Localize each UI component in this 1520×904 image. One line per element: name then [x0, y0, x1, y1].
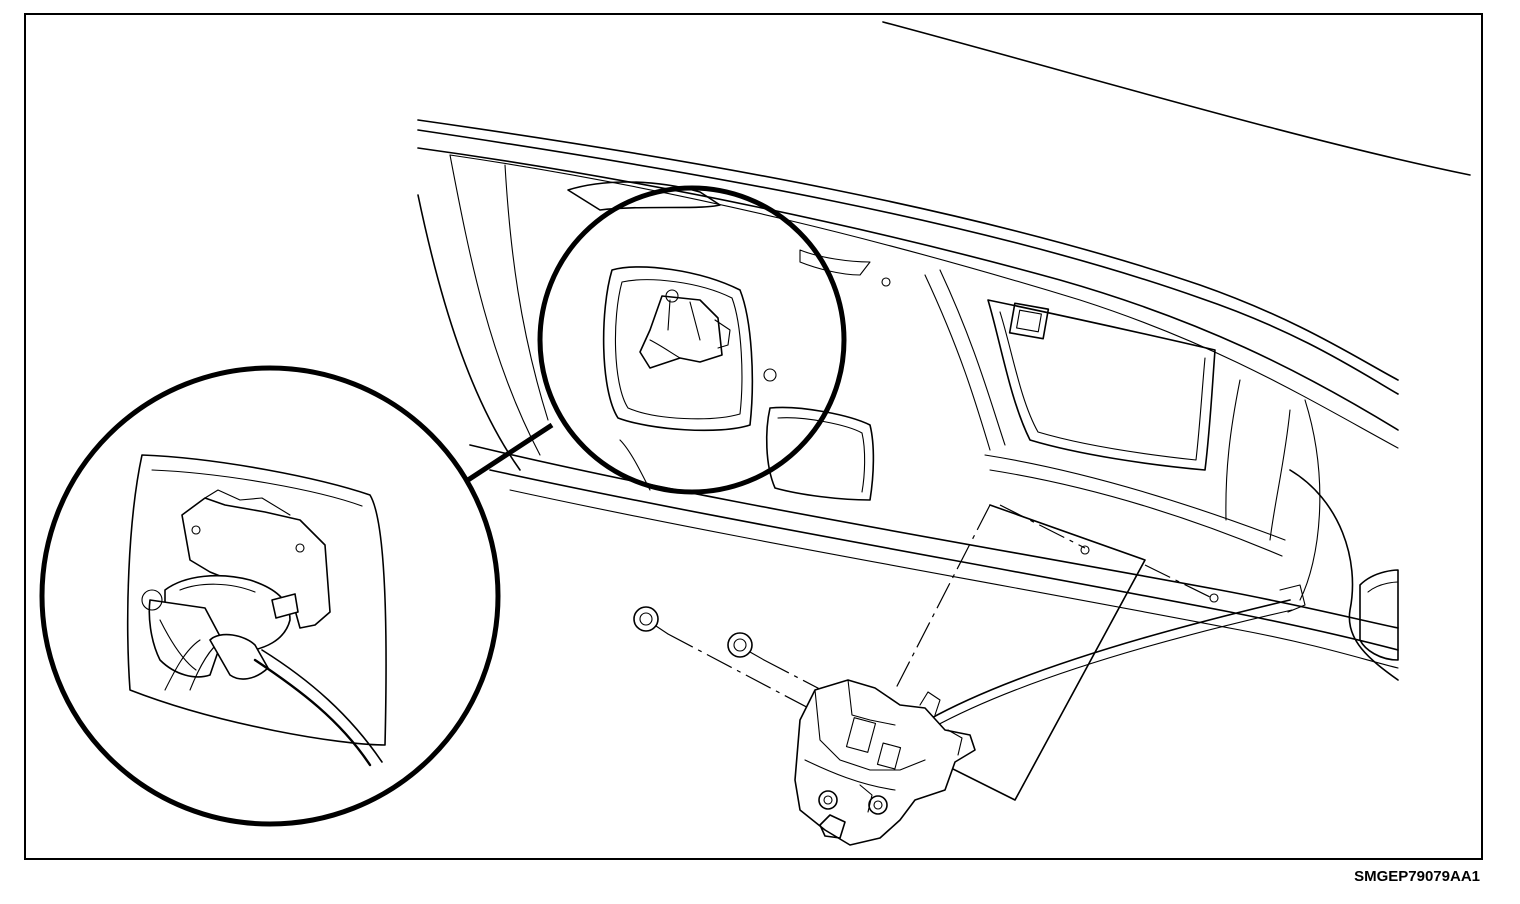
trunk-lid-latch-assembly: [794, 679, 976, 846]
diagram-frame: [24, 13, 1483, 860]
magnify-leader-line: [466, 422, 554, 483]
connector-detail-circle: [39, 365, 501, 827]
figure-id-label: SMGEP79079AA1: [1354, 868, 1480, 885]
mount-hole-2: [1209, 593, 1219, 603]
mount-hole-1: [1080, 545, 1090, 555]
latch-alignment-line-3: [999, 504, 1086, 549]
latch-bolt-right: [727, 632, 765, 661]
release-cable: [927, 599, 1291, 721]
latch-alignment-line-1: [894, 504, 991, 691]
latch-alignment-line-4: [1144, 564, 1213, 599]
connector-location-circle: [537, 185, 847, 495]
inner-panel-cutouts: [567, 181, 1399, 661]
latch-bolt-left: [633, 606, 669, 635]
latch-frame-line: [934, 504, 1146, 801]
trunk-lid-panel: [417, 21, 1471, 681]
